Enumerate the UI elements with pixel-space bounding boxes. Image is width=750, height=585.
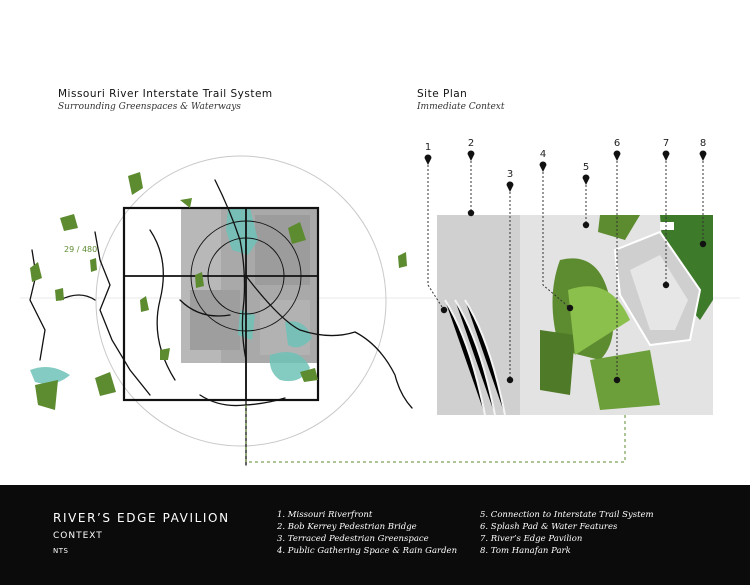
trail-network <box>29 179 413 466</box>
pin-number-label: 4 <box>540 149 546 160</box>
pin-target-dot <box>613 376 621 384</box>
legend-item: 8. Tom Hanafan Park <box>480 546 571 556</box>
pin-target-dot <box>699 240 707 248</box>
pin-number-label: 5 <box>583 162 589 173</box>
context-map-subtitle: Surrounding Greenspaces & Waterways <box>58 102 241 112</box>
pin-number-label: 6 <box>614 138 620 149</box>
water-bodies <box>30 208 312 384</box>
legend-left: 1. Missouri Riverfront 2. Bob Kerrey Ped… <box>277 509 457 557</box>
pin-leader-line <box>542 172 571 309</box>
map-pin-icon <box>506 181 514 192</box>
project-title: RIVER’S EDGE PAVILION <box>53 511 230 525</box>
pin-target-dot <box>506 376 514 384</box>
map-pin-icon <box>662 150 670 161</box>
map-pin-icon <box>467 150 475 161</box>
pin-number-label: 1 <box>425 142 431 153</box>
site-plan-pins: 1 2 3 4 5 6 7 8 <box>424 138 707 384</box>
legend-item: 7. River’s Edge Pavilion <box>480 534 583 544</box>
legend-item: 2. Bob Kerrey Pedestrian Bridge <box>277 522 417 532</box>
site-plan-title: Site Plan <box>417 88 468 100</box>
scale-note: NTS <box>53 547 69 555</box>
legend-right: 5. Connection to Interstate Trail System… <box>480 509 654 557</box>
highway-label: 29 / 480 <box>64 245 97 254</box>
pin-target-dot <box>662 281 670 289</box>
legend-item: 3. Terraced Pedestrian Greenspace <box>277 534 429 544</box>
legend-item: 5. Connection to Interstate Trail System <box>480 510 654 520</box>
map-pin-icon <box>699 150 707 161</box>
pin-number-label: 2 <box>468 138 474 149</box>
map-pin-icon <box>582 174 590 185</box>
pin-number-label: 7 <box>663 138 669 149</box>
legend-item: 6. Splash Pad & Water Features <box>480 522 618 532</box>
pin-number-label: 3 <box>507 169 513 180</box>
sheet-subtitle: CONTEXT <box>53 531 103 541</box>
map-pin-icon <box>613 150 621 161</box>
pin-target-dot <box>440 306 448 314</box>
footer-bar: RIVER’S EDGE PAVILION CONTEXT NTS 1. Mis… <box>0 485 750 585</box>
pin-leader-line <box>427 165 445 311</box>
pin-number-label: 8 <box>700 138 706 149</box>
context-diagram: 29 / 480 1 2 3 4 5 6 7 8 <box>20 138 740 466</box>
connector-dashed-line <box>245 378 626 463</box>
green-spaces <box>30 172 407 410</box>
site-plan-subtitle: Immediate Context <box>417 102 505 112</box>
pin-target-dot <box>566 304 574 312</box>
legend-item: 1. Missouri Riverfront <box>277 510 373 520</box>
map-pin-icon <box>424 154 432 165</box>
context-radius-circle <box>95 155 387 447</box>
context-map-title: Missouri River Interstate Trail System <box>58 88 273 100</box>
pin-target-dot <box>582 221 590 229</box>
pin-target-dot <box>467 209 475 217</box>
map-pin-icon <box>539 161 547 172</box>
legend-item: 4. Public Gathering Space & Rain Garden <box>277 546 458 556</box>
site-plan <box>437 215 713 416</box>
